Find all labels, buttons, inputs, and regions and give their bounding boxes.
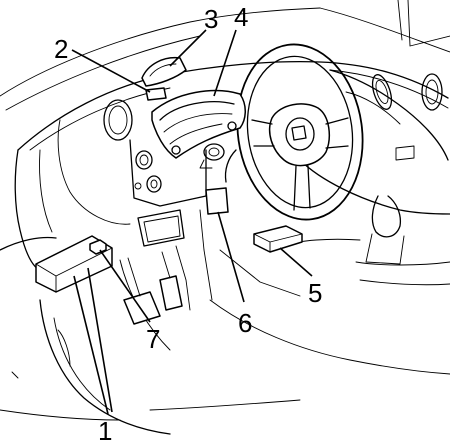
- small-module: [145, 87, 167, 101]
- callout-1: 1: [98, 416, 112, 441]
- fuse-box: [35, 235, 113, 293]
- relay-module: [89, 239, 107, 255]
- callout-labels: 2 3 4 5 6 7 1: [54, 2, 322, 441]
- callout-5: 5: [308, 278, 322, 308]
- floor-module: [253, 225, 303, 253]
- steering-wheel: [224, 43, 364, 221]
- callout-3: 3: [204, 4, 218, 34]
- callout-2: 2: [54, 34, 68, 64]
- callout-7: 7: [146, 324, 160, 354]
- callout-6: 6: [238, 308, 252, 338]
- under-dash-module: [205, 187, 229, 215]
- instrument-cluster: [151, 89, 246, 169]
- pedals: [123, 251, 183, 325]
- overhead-module: [141, 56, 187, 87]
- leader-lines: [71, 29, 313, 415]
- callout-4: 4: [234, 2, 248, 32]
